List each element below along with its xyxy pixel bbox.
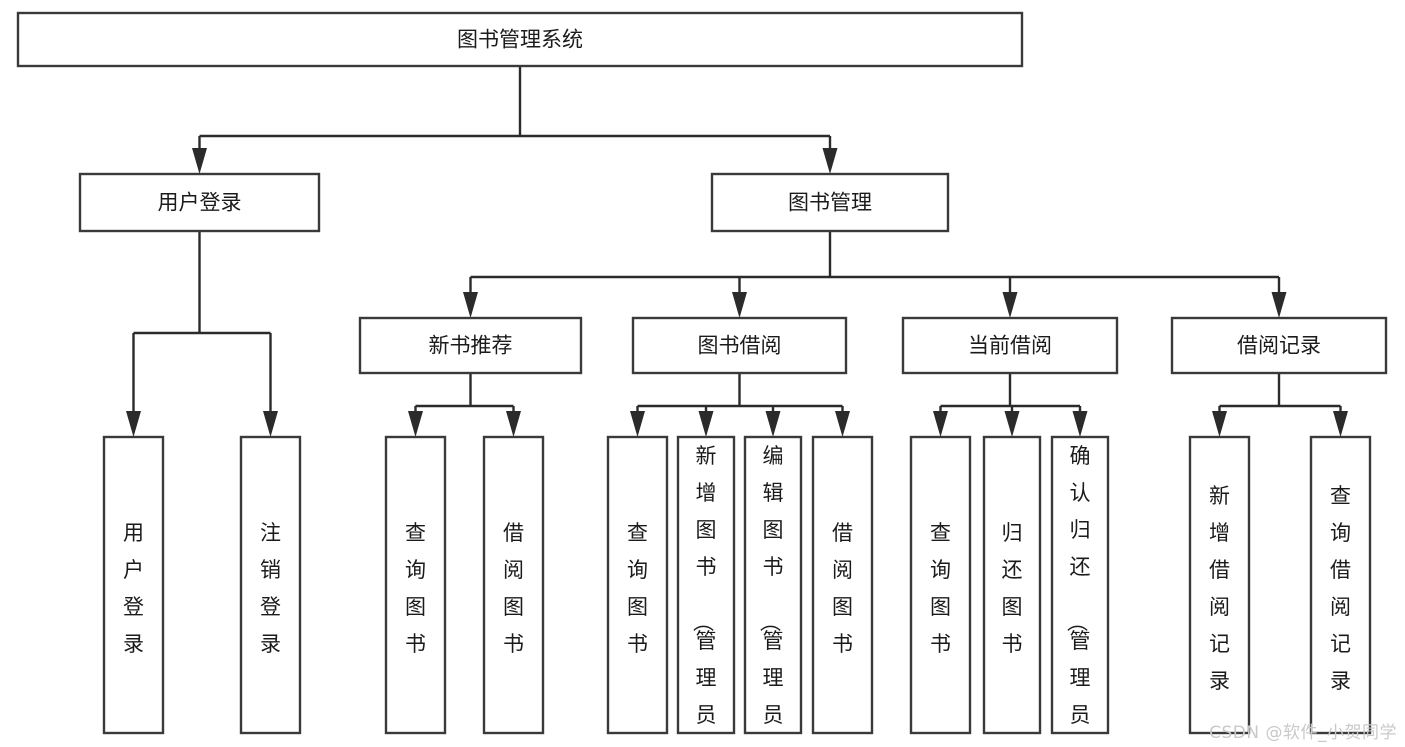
- node-leaf-query-book-current[interactable]: 查询图书: [909, 435, 972, 735]
- node-box[interactable]: [631, 316, 848, 375]
- arrowhead-icon: [1002, 292, 1018, 318]
- node-box[interactable]: [1050, 435, 1110, 735]
- nodes-layer: 图书管理系统用户登录图书管理新书推荐图书借阅当前借阅借阅记录用户登录注销登录查询…: [16, 11, 1388, 747]
- arrowhead-icon: [192, 148, 207, 174]
- arrowhead-icon: [835, 411, 850, 437]
- node-leaf-add-book[interactable]: 新增图书（管理员）: [676, 435, 736, 747]
- node-root[interactable]: 图书管理系统: [16, 11, 1024, 68]
- node-label: 借阅图书: [503, 521, 524, 656]
- arrowhead-icon: [408, 411, 423, 437]
- connector-group-root: [192, 66, 838, 174]
- node-leaf-query-borrow-record[interactable]: 查询借阅记录: [1309, 435, 1372, 735]
- arrowhead-icon: [463, 292, 478, 318]
- node-label: 查询借阅记录: [1330, 484, 1351, 693]
- node-box[interactable]: [1309, 435, 1372, 735]
- node-box[interactable]: [676, 435, 736, 735]
- arrowhead-icon: [698, 411, 714, 437]
- connector-group-current-borrow: [933, 373, 1088, 437]
- connector-group-new-book-recommend: [408, 373, 521, 437]
- node-label: 图书管理系统: [457, 28, 583, 52]
- node-leaf-edit-book[interactable]: 编辑图书（管理员）: [743, 435, 803, 747]
- node-leaf-query-book-recommend[interactable]: 查询图书: [384, 435, 447, 735]
- node-box[interactable]: [102, 435, 165, 735]
- arrowhead-icon: [263, 411, 278, 437]
- node-user-login[interactable]: 用户登录: [78, 172, 321, 233]
- node-label: 借阅记录: [1237, 334, 1321, 358]
- node-label: 归还图书: [1002, 521, 1023, 656]
- node-label: 新书推荐: [429, 334, 513, 358]
- node-label: 新增借阅记录: [1209, 484, 1230, 693]
- node-box[interactable]: [811, 435, 874, 735]
- node-borrow-record[interactable]: 借阅记录: [1170, 316, 1388, 375]
- watermark-label: CSDN @软件_小贺同学: [1209, 723, 1397, 743]
- arrowhead-icon: [506, 411, 521, 437]
- node-label: 注销登录: [260, 521, 281, 656]
- node-box[interactable]: [1170, 316, 1388, 375]
- node-box[interactable]: [743, 435, 803, 735]
- node-label: 用户登录: [123, 521, 144, 656]
- links-layer: [126, 66, 1348, 437]
- node-box[interactable]: [78, 172, 321, 233]
- node-current-borrow[interactable]: 当前借阅: [901, 316, 1119, 375]
- node-box[interactable]: [384, 435, 447, 735]
- node-box[interactable]: [901, 316, 1119, 375]
- node-leaf-user-login[interactable]: 用户登录: [102, 435, 165, 735]
- arrowhead-icon: [1004, 411, 1020, 437]
- node-leaf-user-logout[interactable]: 注销登录: [239, 435, 302, 735]
- node-label: 用户登录: [158, 191, 242, 215]
- arrowhead-icon: [1212, 411, 1227, 437]
- connector-group-user-login: [126, 231, 278, 437]
- arrowhead-icon: [630, 411, 645, 437]
- node-book-manage[interactable]: 图书管理: [710, 172, 950, 233]
- arrowhead-icon: [822, 148, 838, 174]
- node-box[interactable]: [909, 435, 972, 735]
- node-label: 当前借阅: [968, 334, 1052, 358]
- node-box[interactable]: [239, 435, 302, 735]
- node-leaf-borrow-book[interactable]: 借阅图书: [811, 435, 874, 735]
- node-box[interactable]: [606, 435, 669, 735]
- arrowhead-icon: [765, 411, 781, 437]
- node-box[interactable]: [710, 172, 950, 233]
- node-box[interactable]: [358, 316, 583, 375]
- node-box[interactable]: [482, 435, 545, 735]
- node-label: 查询图书: [405, 521, 426, 656]
- node-box[interactable]: [982, 435, 1042, 735]
- node-box[interactable]: [1188, 435, 1251, 735]
- node-leaf-return-book[interactable]: 归还图书: [982, 435, 1042, 735]
- node-label: 图书借阅: [698, 334, 782, 358]
- node-leaf-add-borrow-record[interactable]: 新增借阅记录: [1188, 435, 1251, 735]
- node-new-book-recommend[interactable]: 新书推荐: [358, 316, 583, 375]
- arrowhead-icon: [1271, 292, 1287, 318]
- node-box[interactable]: [16, 11, 1024, 68]
- node-leaf-query-book-borrow[interactable]: 查询图书: [606, 435, 669, 735]
- arrowhead-icon: [1333, 411, 1348, 437]
- node-label: 编辑图书（管理员）: [758, 444, 784, 747]
- node-label: 查询图书: [930, 521, 951, 656]
- arrowhead-icon: [933, 411, 948, 437]
- node-leaf-borrow-book-recommend[interactable]: 借阅图书: [482, 435, 545, 735]
- node-leaf-confirm-return[interactable]: 确认归还（管理员）: [1050, 435, 1110, 747]
- arrowhead-icon: [732, 292, 747, 318]
- node-label: 确认归还（管理员）: [1065, 444, 1091, 747]
- node-label: 借阅图书: [832, 521, 853, 656]
- connector-group-borrow-record: [1212, 373, 1348, 437]
- node-label: 图书管理: [788, 191, 872, 215]
- connector-group-book-borrow: [630, 373, 850, 437]
- arrowhead-icon: [126, 411, 141, 437]
- node-label: 新增图书（管理员）: [691, 444, 717, 747]
- connector-group-book-manage: [463, 231, 1287, 318]
- arrowhead-icon: [1072, 411, 1088, 437]
- node-book-borrow[interactable]: 图书借阅: [631, 316, 848, 375]
- node-label: 查询图书: [627, 521, 648, 656]
